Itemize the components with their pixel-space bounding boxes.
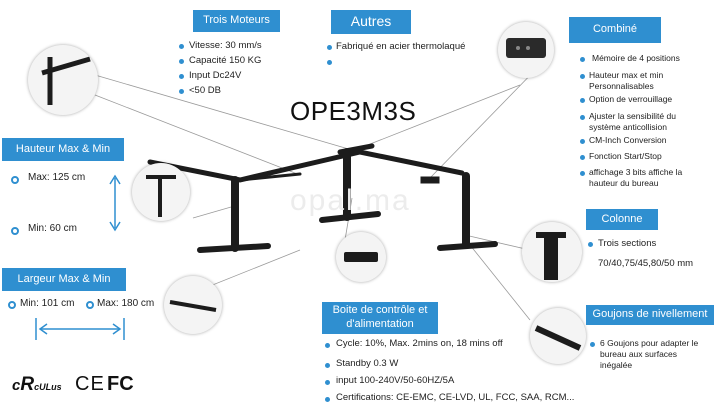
spec-item: Input Dc24V <box>189 70 242 81</box>
product-code: OPE3M3S <box>290 96 417 126</box>
spec-item: Vitesse: 30 mm/s <box>189 40 262 51</box>
combine-item: Option de verrouillage <box>589 94 673 104</box>
bullet <box>11 176 19 184</box>
combine-item: CM-Inch Conversion <box>589 135 667 145</box>
hauteur-header: Hauteur Max & Min <box>2 138 124 161</box>
bullet <box>580 115 585 120</box>
goujons-text-cont: bureau aux surfaces <box>600 349 678 359</box>
bullet <box>580 155 585 160</box>
bullet <box>327 45 332 50</box>
combine-item: Fonction Start/Stop <box>589 151 662 161</box>
column-lens <box>522 222 582 282</box>
combine-item: Hauteur max et min <box>589 70 664 80</box>
combine-item-cont: hauteur du bureau <box>589 178 659 188</box>
measure-arrows <box>35 174 125 340</box>
autres-item: Fabriqué en acier thermolaqué <box>336 41 466 52</box>
motor-lens <box>28 45 98 115</box>
spec-item: <50 DB <box>189 85 221 96</box>
largeur-min: Min: 101 cm <box>20 298 75 309</box>
spec-item: Capacité 150 KG <box>189 55 262 66</box>
combine-item: Mémoire de 4 positions <box>592 53 680 63</box>
bullet <box>588 242 593 247</box>
bullet <box>325 380 330 385</box>
bullet <box>179 44 184 49</box>
bullet <box>325 397 330 402</box>
colonne-header: Colonne <box>586 209 658 230</box>
goujons-text: 6 Goujons pour adapter le <box>600 338 699 348</box>
combine-header: Combiné <box>569 17 661 43</box>
bullet <box>590 342 595 347</box>
trois-moteurs-header: Trois Moteurs <box>193 10 280 32</box>
bullet <box>8 301 16 309</box>
width-lens <box>164 276 222 334</box>
hauteur-min: Min: 60 cm <box>28 223 77 234</box>
bullet <box>11 227 19 235</box>
bullet <box>325 363 330 368</box>
foot-lens <box>530 308 586 364</box>
largeur-header: Largeur Max & Min <box>2 268 126 291</box>
bullet <box>327 60 332 65</box>
goujons-header: Goujons de nivellement <box>586 305 714 325</box>
ul-logo: cRcULus <box>12 374 62 395</box>
watermark: opal.ma <box>290 184 411 217</box>
goujons-text-cont: inégalée <box>600 360 633 370</box>
hauteur-max: Max: 125 cm <box>28 172 86 183</box>
controller-lens <box>498 22 554 78</box>
bullet <box>580 139 585 144</box>
colonne-item: 70/40,75/45,80/50 mm <box>598 258 694 269</box>
bullet <box>325 343 330 348</box>
largeur-max: Max: 180 cm <box>97 298 155 309</box>
bullet <box>580 74 585 79</box>
boite-header: Boite de contrôle et d'alimentation <box>322 302 438 334</box>
ce-logo: CE <box>75 373 105 395</box>
desk-frame <box>147 143 498 253</box>
combine-item-cont: système anticollision <box>589 122 667 132</box>
height-lens <box>132 163 190 221</box>
bullet <box>179 74 184 79</box>
combine-item: affichage 3 bits affiche la <box>589 167 683 177</box>
colonne-item: Trois sections <box>598 238 657 249</box>
controlbox-lens <box>336 232 386 282</box>
combine-item: Ajuster la sensibilité du <box>589 111 676 121</box>
boite-item: Certifications: CE-EMC, CE-LVD, UL, FCC,… <box>336 392 575 403</box>
bullet <box>179 59 184 64</box>
bullet <box>86 301 94 309</box>
boite-item: input 100-240V/50-60HZ/5A <box>336 375 455 386</box>
fcc-logo: FC <box>107 373 134 395</box>
bullet <box>580 98 585 103</box>
bullet <box>580 171 585 176</box>
boite-item: Cycle: 10%, Max. 2mins on, 18 mins off <box>336 338 503 349</box>
combine-item-cont: Personnalisables <box>589 81 654 91</box>
autres-header: Autres <box>331 10 411 34</box>
boite-item: Standby 0.3 W <box>336 358 399 369</box>
bullet <box>580 57 585 62</box>
bullet <box>179 89 184 94</box>
